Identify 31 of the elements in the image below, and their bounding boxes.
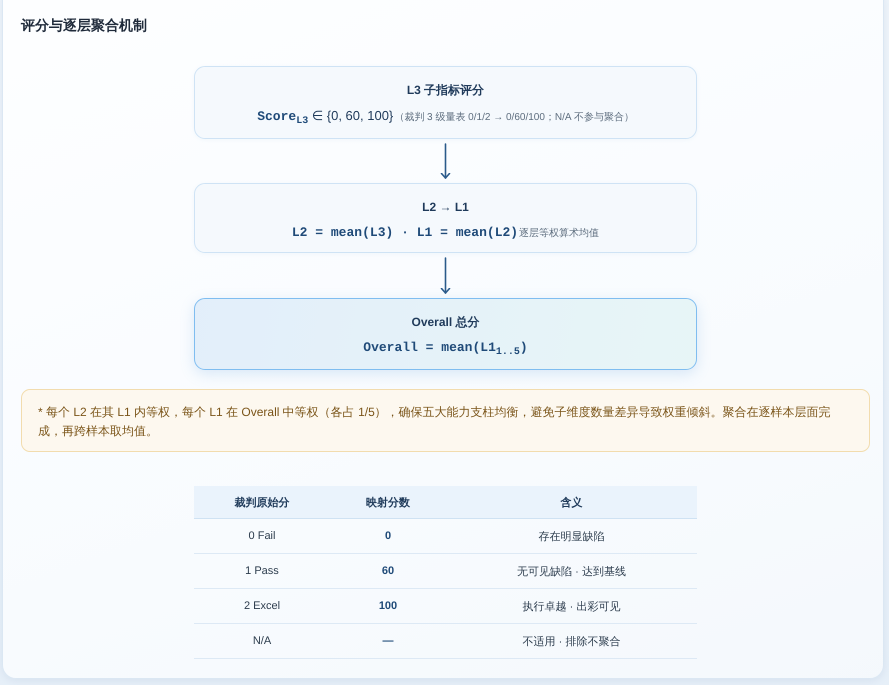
mapped-score-value: 0	[384, 530, 392, 542]
diagram-title: 评分与逐层聚合机制	[21, 16, 147, 34]
box-heading: Overall 总分	[411, 314, 480, 331]
meaning-text: 无可见缺陷 · 达到基线	[517, 566, 626, 578]
raw-score-text: N/A	[252, 635, 272, 647]
arrow	[440, 143, 450, 179]
formula-text: L2 = mean(L3) · L1 = mean(L2)	[292, 224, 518, 242]
result-box	[194, 298, 697, 370]
note-box	[21, 389, 870, 452]
box-heading: L3 子指标评分	[406, 82, 484, 99]
mapped-score-value: 100	[378, 600, 398, 612]
column-header: 裁判原始分	[234, 496, 290, 508]
column-header: 映射分数	[366, 496, 410, 508]
raw-score-text: 2 Excel	[244, 600, 280, 612]
meaning-text: 执行卓越 · 出彩可见	[522, 600, 620, 612]
meaning-text: 存在明显缺陷	[538, 530, 604, 542]
raw-score-text: 0 Fail	[248, 530, 276, 542]
raw-score-text: 1 Pass	[245, 565, 279, 577]
box-heading: L2 → L1	[422, 199, 469, 216]
process-box	[194, 66, 697, 139]
formula-text: Overall = mean(L1$_{1..5}$)	[363, 339, 528, 358]
note-text: （裁判 3 级量表 0/1/2 → 0/60/100；N/A 不参与聚合）	[394, 111, 634, 125]
mapped-score-value: 60	[382, 565, 394, 577]
formula-text: Score$_{L3}$ ∈ {0, 60, 100}	[257, 107, 394, 127]
meaning-text: 不适用 · 排除不聚合	[522, 636, 620, 648]
process-box	[194, 183, 697, 253]
column-header: 含义	[560, 496, 582, 508]
footnote-text: * 每个 L2 在其 L1 内等权，每个 L1 在 Overall 中等权（各占 1/5），确保五大能力支柱均衡，避免子维度数量差异导致权重倾斜。聚合在逐样本层面完成，再跨样本取均值。	[38, 405, 831, 438]
arrow	[440, 257, 450, 294]
mapped-score-value: —	[382, 635, 394, 647]
note-text: 逐层等权算术均值	[519, 227, 600, 241]
